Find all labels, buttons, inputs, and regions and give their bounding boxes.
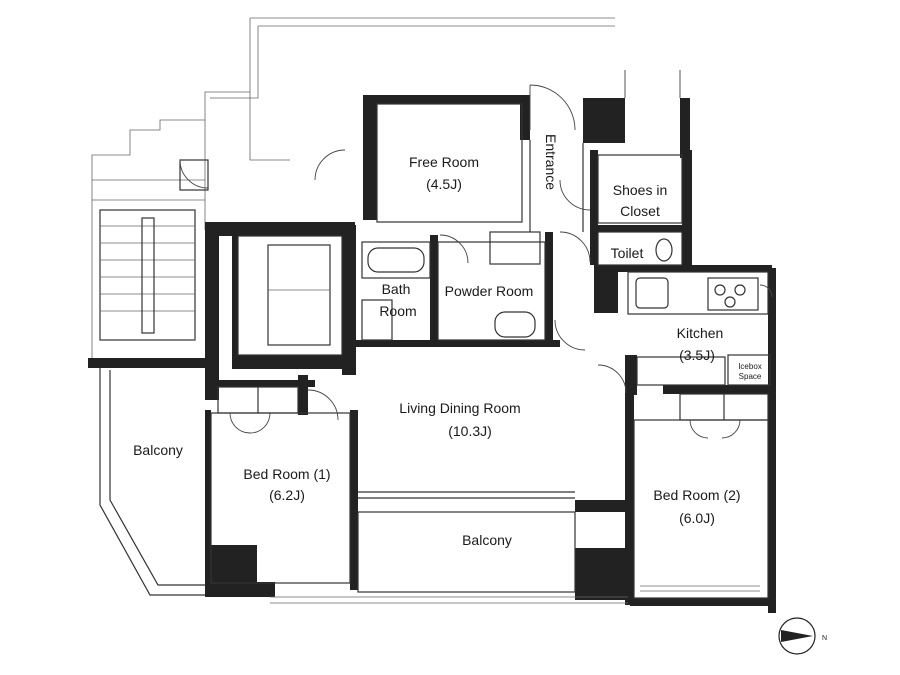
living-dining-room-size: (10.3J) — [448, 423, 492, 439]
balcony-west-label: Balcony — [133, 442, 183, 458]
room-labels: Free Room (4.5J) Entrance Shoes in Close… — [133, 134, 762, 548]
entrance-label: Entrance — [543, 134, 559, 190]
free-room-label: Free Room — [409, 154, 479, 170]
icebox-space-label-line1: Icebox — [738, 362, 762, 371]
compass: N — [778, 617, 827, 655]
compass-needle-icon — [781, 630, 813, 642]
bed-room-1-label: Bed Room (1) — [243, 466, 330, 482]
balcony-south-label: Balcony — [462, 532, 512, 548]
living-dining-room-label: Living Dining Room — [399, 400, 520, 416]
icebox-space-label-line2: Space — [739, 372, 762, 381]
bath-room-label-line1: Bath — [382, 281, 411, 297]
compass-circle — [778, 617, 816, 655]
bed-room-1-size: (6.2J) — [269, 487, 305, 503]
kitchen-size: (3.5J) — [679, 347, 715, 363]
free-room-size: (4.5J) — [426, 176, 462, 192]
bed-room-2-label: Bed Room (2) — [653, 487, 740, 503]
bed-room-2-size: (6.0J) — [679, 510, 715, 526]
toilet-label: Toilet — [611, 245, 644, 261]
bath-room-label-line2: Room — [379, 303, 416, 319]
shoes-closet-label-line1: Shoes in — [613, 182, 667, 198]
kitchen-label: Kitchen — [677, 325, 724, 341]
door-swings — [229, 70, 773, 439]
powder-room-label: Powder Room — [445, 283, 534, 299]
partitions — [99, 103, 771, 604]
exterior-stair-area — [91, 17, 615, 365]
shoes-closet-label-line2: Closet — [620, 203, 660, 219]
compass-north-label: N — [822, 635, 827, 642]
walls — [88, 95, 776, 613]
